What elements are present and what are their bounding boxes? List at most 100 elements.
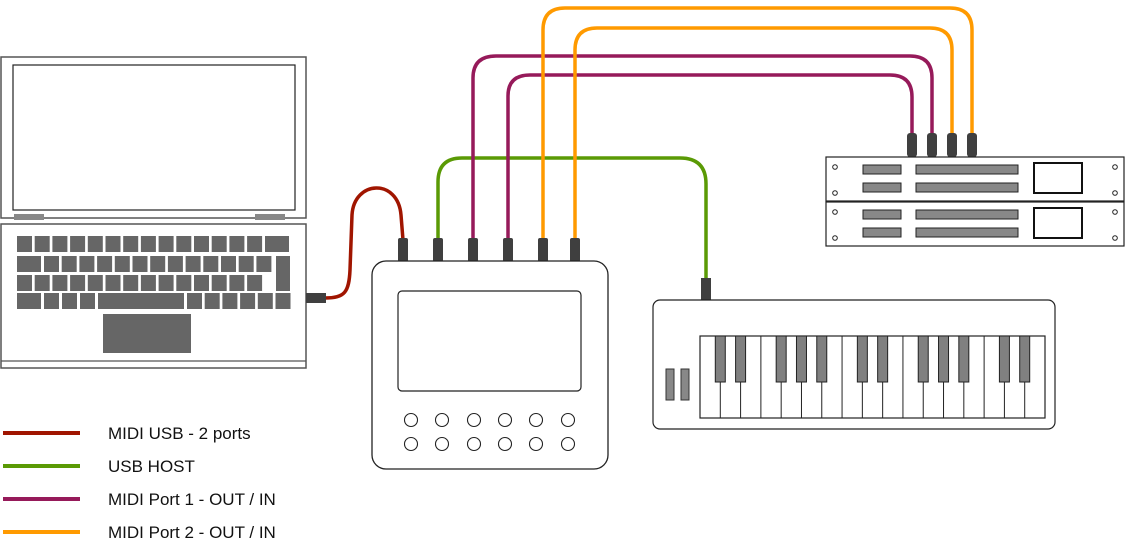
cable-midi-port1-in bbox=[506, 73, 914, 242]
black-key bbox=[775, 335, 787, 383]
laptop-key bbox=[211, 275, 227, 291]
device-button[interactable] bbox=[466, 436, 482, 452]
laptop-key bbox=[105, 275, 121, 291]
laptop-key bbox=[98, 293, 184, 309]
device-button[interactable] bbox=[497, 412, 513, 428]
device-port-plug bbox=[398, 238, 408, 262]
device-screen bbox=[397, 290, 582, 392]
rack-display bbox=[1033, 207, 1083, 239]
laptop-icon bbox=[0, 56, 326, 369]
laptop-key bbox=[114, 256, 130, 272]
laptop-key bbox=[247, 236, 263, 252]
laptop-key bbox=[34, 236, 50, 252]
laptop-key bbox=[123, 236, 139, 252]
black-key bbox=[714, 335, 726, 383]
legend-label: MIDI Port 1 - OUT / IN bbox=[108, 490, 276, 509]
legend-item: MIDI Port 2 - OUT / IN bbox=[3, 523, 276, 540]
laptop-key bbox=[194, 275, 209, 291]
laptop-key bbox=[158, 275, 174, 291]
black-key bbox=[795, 335, 807, 383]
laptop-key bbox=[257, 293, 273, 309]
laptop-key bbox=[97, 256, 113, 272]
laptop-key bbox=[229, 236, 245, 252]
rack-unit bbox=[825, 156, 1125, 202]
device-button[interactable] bbox=[560, 436, 576, 452]
laptop-key bbox=[203, 256, 219, 272]
laptop-key bbox=[167, 256, 183, 272]
laptop-key bbox=[247, 275, 263, 291]
device-button[interactable] bbox=[466, 412, 482, 428]
black-key bbox=[856, 335, 868, 383]
legend-label: MIDI USB - 2 ports bbox=[108, 424, 251, 443]
legend-label: MIDI Port 2 - OUT / IN bbox=[108, 523, 276, 540]
cables bbox=[323, 6, 974, 300]
laptop-key bbox=[34, 275, 50, 291]
device-button[interactable] bbox=[497, 436, 513, 452]
laptop-key bbox=[176, 275, 192, 291]
midi-plug bbox=[907, 133, 917, 157]
device-button[interactable] bbox=[560, 412, 576, 428]
legend-item: MIDI Port 1 - OUT / IN bbox=[3, 490, 276, 509]
usb-plug bbox=[701, 278, 711, 300]
laptop-key bbox=[140, 236, 156, 252]
laptop-key bbox=[61, 256, 77, 272]
black-key bbox=[1019, 335, 1031, 383]
laptop-key bbox=[44, 293, 59, 309]
laptop-key bbox=[187, 293, 202, 309]
laptop-key bbox=[265, 236, 289, 252]
device-port-plug bbox=[538, 238, 548, 262]
cable-midi-port2-out bbox=[541, 6, 974, 242]
legend-label: USB HOST bbox=[108, 457, 195, 476]
laptop-key bbox=[123, 275, 139, 291]
cable-usb-host bbox=[436, 156, 708, 284]
laptop-key bbox=[52, 236, 68, 252]
laptop-key bbox=[87, 236, 103, 252]
laptop-key bbox=[17, 236, 32, 252]
device-button[interactable] bbox=[434, 412, 450, 428]
rack-unit bbox=[825, 201, 1125, 247]
laptop-key bbox=[176, 236, 192, 252]
legend-item: USB HOST bbox=[3, 457, 195, 476]
black-key bbox=[917, 335, 929, 383]
laptop-key bbox=[70, 236, 86, 252]
black-key bbox=[816, 335, 828, 383]
device-button[interactable] bbox=[403, 412, 419, 428]
keyboard-icon bbox=[652, 278, 1056, 430]
laptop-key bbox=[222, 293, 238, 309]
cable-midi-port1-out bbox=[471, 54, 934, 242]
midi-plug bbox=[947, 133, 957, 157]
laptop-key bbox=[204, 293, 220, 309]
cable-midi-port2-in bbox=[573, 26, 954, 242]
black-key bbox=[877, 335, 889, 383]
laptop-key bbox=[256, 256, 272, 272]
black-key bbox=[735, 335, 747, 383]
midi-plug bbox=[927, 133, 937, 157]
laptop-keyboard bbox=[17, 236, 291, 309]
laptop-key bbox=[229, 275, 245, 291]
laptop-key bbox=[132, 256, 148, 272]
device-button[interactable] bbox=[528, 412, 544, 428]
laptop-key bbox=[275, 293, 291, 309]
laptop-key bbox=[79, 256, 95, 272]
rack-synth-icon bbox=[825, 133, 1125, 247]
laptop-key bbox=[221, 256, 236, 272]
laptop-key bbox=[17, 256, 41, 272]
laptop-key bbox=[238, 256, 254, 272]
laptop-key bbox=[211, 236, 227, 252]
laptop-key bbox=[87, 275, 103, 291]
usb-plug bbox=[306, 293, 326, 303]
laptop-key bbox=[105, 236, 121, 252]
device-button[interactable] bbox=[528, 436, 544, 452]
piano-keys bbox=[699, 335, 1046, 419]
midi-plug bbox=[967, 133, 977, 157]
laptop-key bbox=[17, 293, 41, 309]
device-port-plug bbox=[433, 238, 443, 262]
laptop-key bbox=[62, 293, 77, 309]
laptop-key bbox=[52, 275, 68, 291]
device-button[interactable] bbox=[434, 436, 450, 452]
device-port-plug bbox=[503, 238, 513, 262]
black-key bbox=[998, 335, 1010, 383]
legend-item: MIDI USB - 2 ports bbox=[3, 424, 251, 443]
device-button[interactable] bbox=[403, 436, 419, 452]
